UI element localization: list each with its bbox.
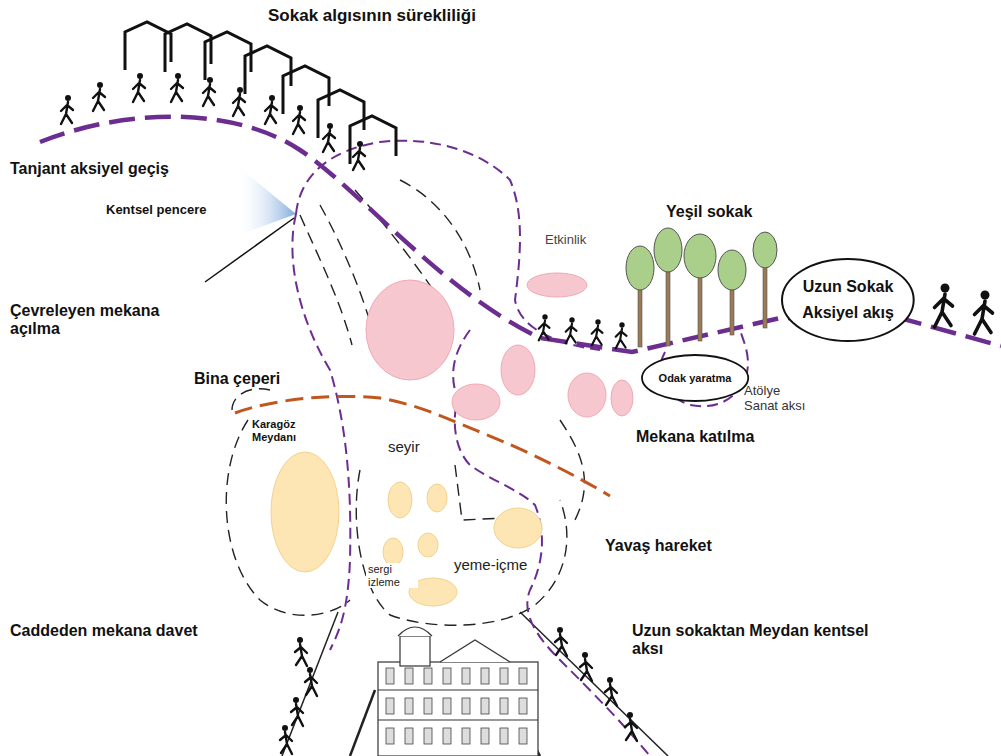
annotation-label: Tanjant aksiyel geçiş — [8, 160, 171, 178]
window — [481, 728, 489, 744]
street-edge — [350, 690, 375, 756]
window — [500, 728, 508, 744]
window — [443, 668, 451, 684]
annotation-label: Etkinlik — [543, 233, 588, 248]
annotation-label: Caddeden mekana davet — [8, 622, 200, 640]
node-title: Odak yaratma — [659, 372, 732, 385]
walker — [265, 95, 277, 124]
window — [386, 728, 394, 744]
walker — [935, 284, 953, 328]
walker — [539, 314, 550, 340]
walker — [616, 322, 627, 348]
window — [519, 728, 527, 744]
window — [481, 698, 489, 714]
walker — [566, 317, 577, 343]
ellipse-node: Uzun SokakAksiyel akış — [780, 257, 916, 343]
window — [500, 698, 508, 714]
window — [519, 698, 527, 714]
window — [386, 668, 394, 684]
pedestrian — [61, 73, 993, 754]
annotation-label: yeme-içme — [452, 556, 529, 573]
window — [424, 728, 432, 744]
walker — [605, 677, 617, 706]
window — [519, 668, 527, 684]
walker — [61, 95, 73, 124]
walker — [233, 87, 245, 116]
ellipse-outline — [780, 257, 916, 343]
window — [405, 698, 413, 714]
walker — [295, 637, 307, 666]
roof-gable — [350, 116, 396, 164]
activity-area — [366, 273, 633, 420]
walker — [280, 725, 292, 754]
annotation-label: Bina çeperi — [192, 370, 282, 388]
walker — [291, 697, 303, 726]
street-edge — [282, 612, 338, 756]
annotation-label: Kentsel pencere — [104, 203, 208, 218]
building-window — [386, 668, 527, 744]
window — [481, 668, 489, 684]
tree — [626, 228, 777, 347]
window — [500, 668, 508, 684]
walker — [323, 123, 335, 152]
annotation-label: Sokak algısının sürekliliği — [266, 6, 478, 26]
walker — [93, 82, 105, 111]
node-title: Uzun Sokak — [803, 278, 894, 296]
window — [462, 698, 470, 714]
window — [424, 698, 432, 714]
walker — [975, 291, 993, 335]
ellipse-node: Odak yaratma — [640, 353, 750, 403]
walker — [555, 627, 567, 656]
walker — [203, 77, 215, 106]
annotation-label: Çevreleyen mekana açılma — [8, 302, 212, 339]
window — [443, 728, 451, 744]
annotation-label: Atölye Sanat aksı — [742, 384, 818, 414]
window — [424, 668, 432, 684]
annotation-label: Uzun sokaktan Meydan kentsel aksı — [630, 622, 874, 659]
leader-line — [205, 218, 294, 282]
annotation-label: seyir — [386, 438, 422, 455]
walker — [171, 73, 183, 102]
walker — [625, 712, 637, 741]
roof-gable — [318, 90, 364, 138]
window — [386, 698, 394, 714]
annotation-label: Yeşil sokak — [664, 203, 754, 221]
annotation-label: sergi izleme — [366, 563, 418, 588]
walker — [353, 141, 365, 170]
historic-building — [378, 627, 538, 756]
node-subtitle: Aksiyel akış — [802, 304, 894, 322]
roofline — [125, 22, 396, 164]
walker — [580, 652, 592, 681]
window — [443, 698, 451, 714]
roof-gable — [283, 66, 329, 114]
annotation-label: Mekana katılma — [634, 428, 756, 446]
walker — [133, 73, 145, 102]
annotation-label: Yavaş hareket — [603, 537, 714, 555]
rest-area — [271, 452, 542, 606]
window — [405, 728, 413, 744]
walker — [592, 319, 603, 345]
walker — [293, 105, 305, 134]
window — [405, 668, 413, 684]
walker — [305, 667, 317, 696]
urban-window — [236, 168, 296, 236]
window — [462, 668, 470, 684]
annotation-label: Karagöz Meydanı — [250, 418, 316, 443]
window — [462, 728, 470, 744]
